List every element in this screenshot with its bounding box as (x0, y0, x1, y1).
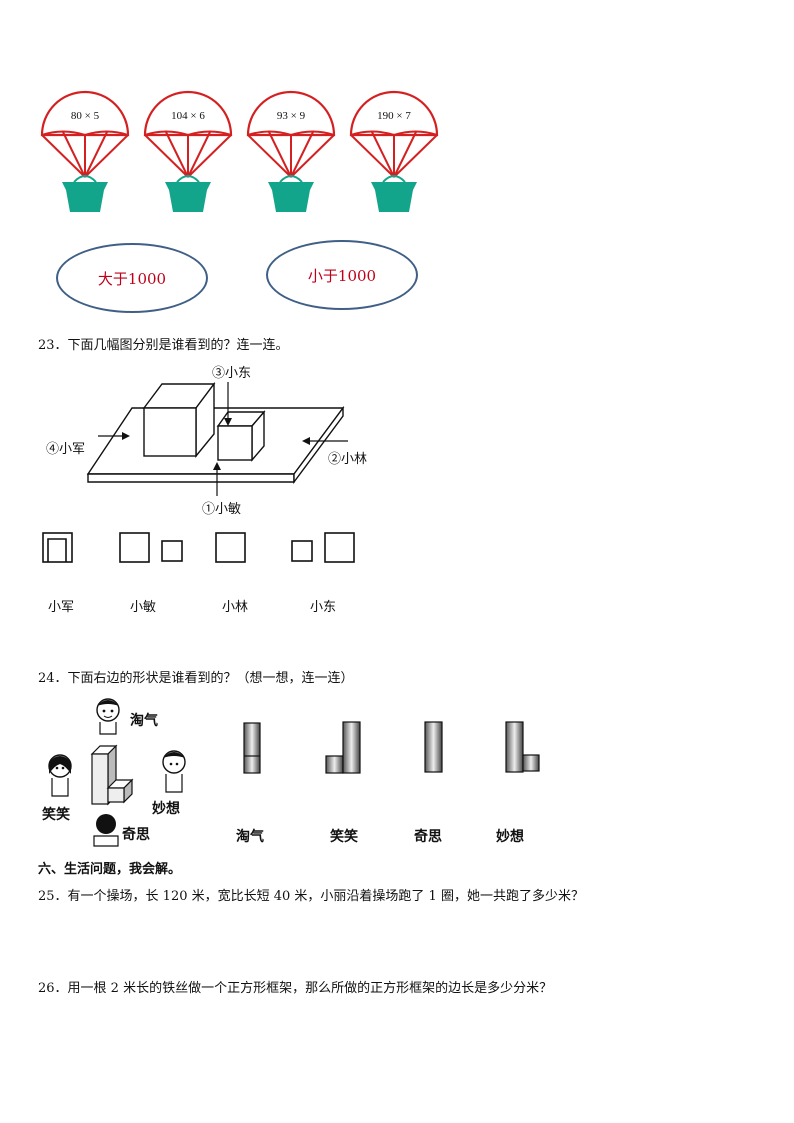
child-left-icon (48, 754, 72, 797)
q23-option-label: 小军 (48, 600, 75, 615)
question-24-title: 24．下面右边的形状是谁看到的？（想一想，连一连） (38, 671, 354, 686)
parachute-2[interactable]: 104 × 6 (143, 90, 233, 212)
view-option-2[interactable] (119, 532, 183, 563)
q23-option-label: 小敏 (130, 600, 157, 615)
oval-label: 大于1000 (97, 269, 167, 288)
q24-views-svg (243, 721, 540, 774)
parachute-expression: 93 × 9 (277, 110, 306, 122)
observer-top-label: ③小东 (212, 366, 252, 381)
parachute-3[interactable]: 93 × 9 (246, 90, 336, 212)
child-bottom-icon (93, 814, 119, 847)
q24-option-label: 淘气 (236, 829, 264, 845)
parachutes-svg: 80 × 5 104 × 6 93 × 9 (40, 90, 439, 212)
view-option-1[interactable] (42, 532, 73, 563)
view-option-4[interactable] (291, 532, 355, 563)
q24-scene: 淘气 笑笑 妙想 奇思 (40, 696, 200, 848)
q24-option-label: 笑笑 (330, 829, 358, 845)
parachute-expression: 80 × 5 (71, 110, 100, 122)
q23-option-label: 小林 (222, 600, 249, 615)
view-option-3[interactable] (215, 532, 246, 563)
q23-scene-svg (86, 381, 348, 496)
parachute-1[interactable]: 80 × 5 (40, 90, 130, 212)
parachute-row: 80 × 5 104 × 6 93 × 9 (38, 90, 448, 217)
q24-view-option-1[interactable] (243, 722, 261, 774)
q23-scene: ③小东 ④小军 ②小林 ①小敏 (40, 362, 400, 522)
observer-left-label: ④小军 (46, 442, 86, 457)
child-right-label: 妙想 (152, 801, 180, 817)
q24-option-label: 妙想 (496, 829, 524, 845)
q23-views (40, 530, 370, 566)
child-top-label: 淘气 (130, 713, 158, 729)
q24-scene-svg (48, 698, 186, 847)
q23-option-label: 小东 (310, 600, 337, 615)
q23-views-svg (42, 532, 355, 563)
small-block (106, 778, 134, 804)
q24-option-label: 奇思 (414, 829, 442, 845)
parachute-4[interactable]: 190 × 7 (349, 90, 439, 212)
q24-view-option-4[interactable] (505, 721, 540, 773)
q24-view-option-3[interactable] (424, 721, 443, 773)
section-6-title: 六、生活问题，我会解。 (38, 862, 182, 877)
question-26-text: 26．用一根 2 米长的铁丝做一个正方形框架，那么所做的正方形框架的边长是多少分… (38, 981, 553, 996)
child-top-icon (96, 698, 120, 735)
question-25-text: 25．有一个操场，长 120 米，宽比长短 40 米，小丽沿着操场跑了 1 圈，… (38, 889, 584, 904)
parachute-expression: 190 × 7 (377, 110, 411, 122)
observer-front-label: ①小敏 (202, 502, 242, 517)
oval-greater[interactable]: 大于1000 (56, 243, 208, 313)
question-23-title: 23．下面几幅图分别是谁看到的？连一连。 (38, 338, 289, 353)
child-bottom-label: 奇思 (122, 827, 150, 843)
oval-less[interactable]: 小于1000 (266, 240, 418, 310)
observer-right-label: ②小林 (328, 452, 368, 467)
child-right-icon (162, 750, 186, 793)
q24-view-option-2[interactable] (325, 721, 361, 774)
q24-views (240, 718, 550, 778)
parachute-expression: 104 × 6 (171, 110, 205, 122)
oval-label: 小于1000 (307, 266, 377, 285)
child-left-label: 笑笑 (42, 807, 70, 823)
